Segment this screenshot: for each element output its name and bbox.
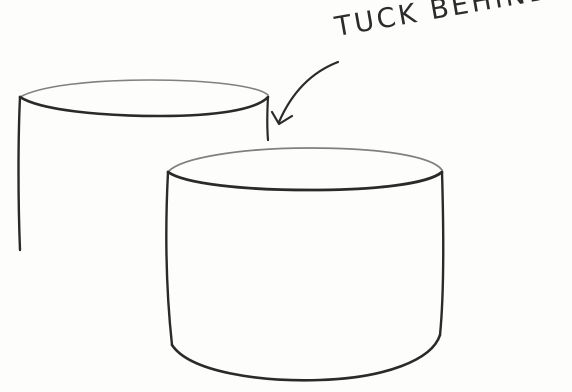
back-cylinder-right-side [267,97,268,140]
annotation-arrow [272,62,338,124]
front-cylinder-left-side [166,172,172,345]
front-cylinder-bottom-rim [172,335,440,380]
front-cylinder-top-rim-front [168,172,442,190]
back-cylinder [19,80,269,250]
arrow-shaft [279,62,338,122]
back-cylinder-top-rim-front [20,97,268,116]
front-cylinder-top-rim-back [168,148,442,172]
front-cylinder-right-side [440,172,443,335]
back-cylinder-left-side [19,97,21,250]
back-cylinder-top-rim-back [20,80,268,97]
front-cylinder [166,148,443,380]
